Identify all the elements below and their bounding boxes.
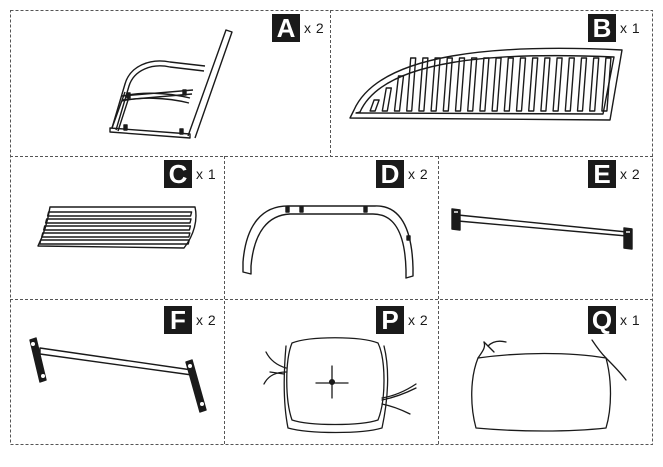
seat-slat: [42, 233, 190, 237]
part-p-label: P x 2: [376, 306, 428, 334]
backrest-slat: [565, 58, 574, 111]
backrest-slat: [541, 58, 550, 111]
seat-slat: [46, 219, 191, 223]
backrest-slat: [395, 76, 404, 111]
backrest-slat: [468, 58, 477, 111]
backrest-slat: [492, 58, 501, 111]
part-q-label: Q x 1: [588, 306, 640, 334]
backrest-slat: [382, 88, 391, 111]
part-p-quantity: x 2: [408, 312, 429, 328]
part-a-label: A x 2: [272, 14, 324, 42]
part-e-quantity: x 2: [620, 166, 641, 182]
backrest-slat: [456, 58, 465, 111]
backrest-slat: [553, 58, 562, 111]
backrest-slat: [602, 58, 611, 111]
seat-slat: [40, 240, 189, 244]
part-f-quantity: x 2: [196, 312, 217, 328]
backrest-slat: [407, 58, 416, 111]
part-b-label: B x 1: [588, 14, 640, 42]
part-f-label: F x 2: [164, 306, 216, 334]
part-d-quantity: x 2: [408, 166, 429, 182]
part-c-quantity: x 1: [196, 166, 217, 182]
part-b-letter: B: [588, 14, 616, 42]
backrest-slat: [529, 58, 538, 111]
part-q-letter: Q: [588, 306, 616, 334]
part-c-letter: C: [164, 160, 192, 188]
part-f-letter: F: [164, 306, 192, 334]
backrest-slat: [504, 58, 513, 111]
part-b-quantity: x 1: [620, 20, 641, 36]
part-q-quantity: x 1: [620, 312, 641, 328]
part-e-label: E x 2: [588, 160, 640, 188]
backrest-slat: [517, 58, 526, 111]
part-p-letter: P: [376, 306, 404, 334]
part-d-label: D x 2: [376, 160, 428, 188]
seat-slat: [48, 212, 192, 216]
part-e-letter: E: [588, 160, 616, 188]
seat-slat: [44, 226, 191, 230]
part-c-label: C x 1: [164, 160, 216, 188]
backrest-slat: [480, 58, 489, 111]
backrest-slat: [578, 58, 587, 111]
backrest-slat: [443, 58, 452, 111]
backrest-slat: [431, 58, 440, 111]
part-a-letter: A: [272, 14, 300, 42]
part-d-letter: D: [376, 160, 404, 188]
part-a-quantity: x 2: [304, 20, 325, 36]
backrest-slat: [419, 58, 428, 111]
backrest-slat: [370, 100, 379, 111]
backrest-slat: [590, 58, 599, 111]
